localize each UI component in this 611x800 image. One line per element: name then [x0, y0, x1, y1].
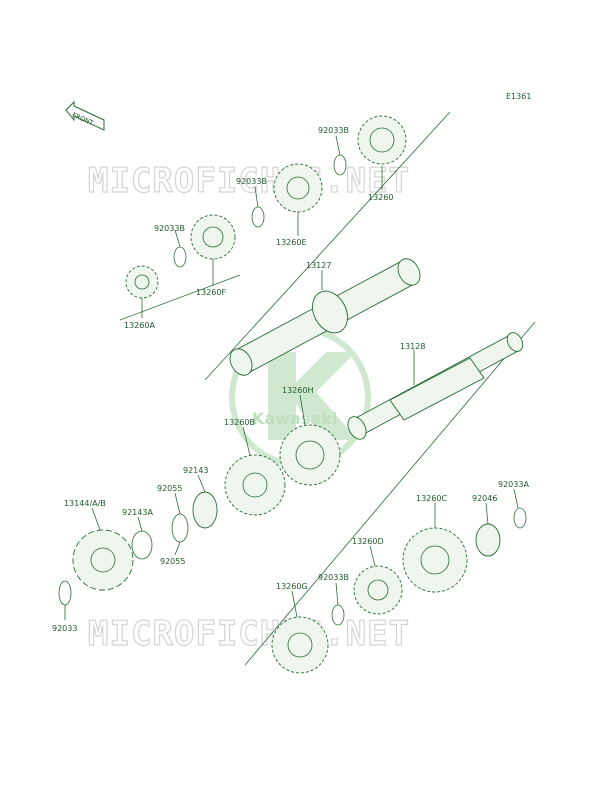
label-13260[interactable]: 13260 — [368, 193, 393, 202]
sprocket-13144 — [72, 529, 134, 591]
washer-92033B-mid — [251, 206, 265, 228]
bearing-92046 — [475, 523, 501, 557]
gear-13260D — [353, 565, 403, 615]
shaft-13128 — [347, 332, 524, 440]
label-13260G[interactable]: 13260G — [276, 582, 308, 591]
gear-13260B — [224, 454, 286, 516]
label-13260A[interactable]: 13260A — [124, 321, 155, 330]
washer-92033A — [513, 507, 527, 529]
gear-13260G — [271, 616, 329, 674]
label-92033[interactable]: 92033 — [52, 624, 77, 633]
collar-92143 — [192, 491, 218, 529]
lower-axis-line — [244, 321, 536, 666]
label-13260C[interactable]: 13260C — [416, 494, 447, 503]
label-13144[interactable]: 13144/A/B — [64, 499, 106, 508]
left-axis-line — [119, 274, 241, 321]
leader-lines — [64, 135, 519, 620]
watermark-bottom: MICROFICHES.NET — [88, 614, 410, 654]
label-92046[interactable]: 92046 — [472, 494, 497, 503]
gear-13260E — [273, 163, 323, 213]
label-92033A[interactable]: 92033A — [498, 480, 529, 489]
gear-13260F — [190, 214, 236, 260]
gear-13260C — [402, 527, 468, 593]
diagram-code: E1361 — [506, 92, 531, 101]
label-92143A[interactable]: 92143A — [122, 508, 153, 517]
label-13260E[interactable]: 13260E — [276, 238, 307, 247]
label-13127[interactable]: 13127 — [306, 261, 331, 270]
label-92033B-low[interactable]: 92033B — [318, 573, 349, 582]
gear-13260A — [125, 265, 159, 299]
gear-13260 — [357, 115, 407, 165]
label-92055-top[interactable]: 92055 — [157, 484, 182, 493]
front-arrow-icon: FRONT — [65, 100, 105, 131]
shaft-13127 — [229, 258, 421, 376]
label-13260F[interactable]: 13260F — [196, 288, 226, 297]
washer-92033 — [58, 580, 72, 606]
circlip-92055 — [171, 513, 189, 543]
label-92033B-top[interactable]: 92033B — [318, 126, 349, 135]
label-13260B[interactable]: 13260B — [224, 418, 255, 427]
watermark-top: MICROFICHES.NET — [88, 161, 410, 201]
label-92033B-mid[interactable]: 92033B — [236, 177, 267, 186]
label-13260H[interactable]: 13260H — [282, 386, 313, 395]
collar-92143A — [131, 530, 153, 560]
label-92033B-left[interactable]: 92033B — [154, 224, 185, 233]
gear-13260H — [279, 424, 341, 486]
brand-text: Kawasaki — [252, 409, 337, 428]
upper-axis-line — [204, 111, 451, 381]
label-13260D[interactable]: 13260D — [352, 537, 384, 546]
washer-92033B-left — [173, 246, 187, 268]
label-13128[interactable]: 13128 — [400, 342, 425, 351]
label-92143[interactable]: 92143 — [183, 466, 208, 475]
label-92055-bottom[interactable]: 92055 — [160, 557, 185, 566]
